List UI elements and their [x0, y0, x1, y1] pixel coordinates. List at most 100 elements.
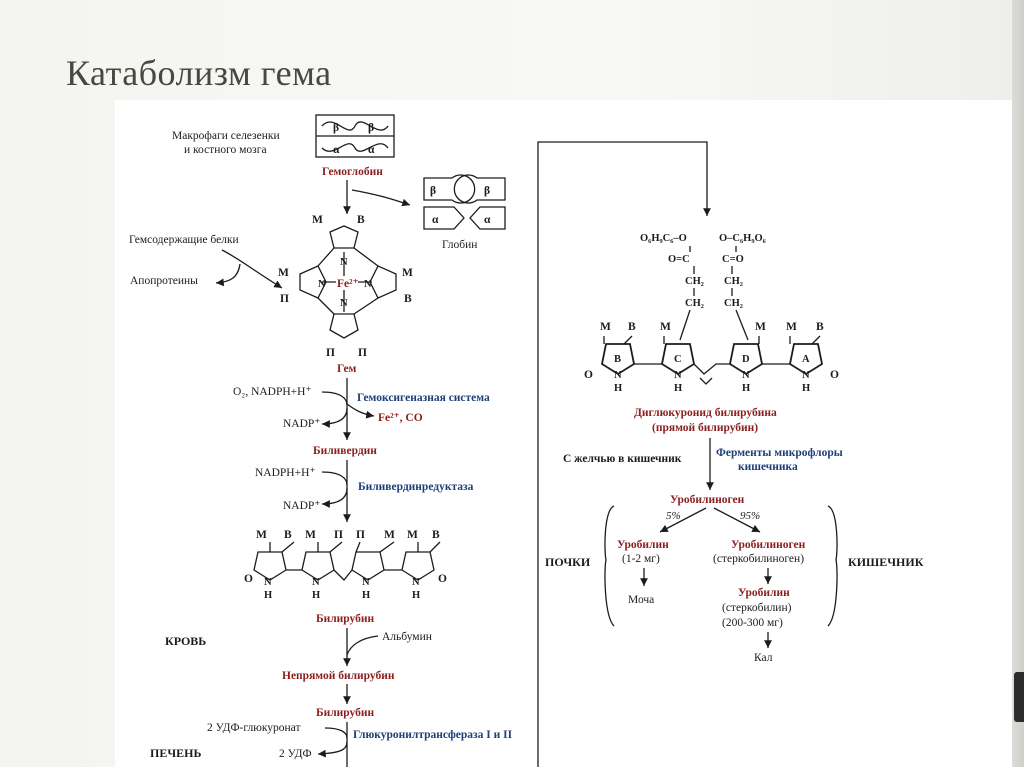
globin-alpha-shape-1 [423, 206, 465, 230]
diglucuronide-line-1: Диглюкуронид билирубина [634, 407, 777, 419]
to-apoproteins-arrow [215, 263, 241, 287]
co-right-label: C=O [722, 254, 744, 265]
ch2-right-1: CH₂ [724, 276, 743, 287]
biliverdin-reductase-label: Биливердинредуктаза [358, 481, 474, 493]
split-right-arrow [713, 507, 761, 533]
urobilin-right-label: Уробилин [738, 587, 790, 599]
slide-title: Катаболизм гема [66, 53, 332, 93]
corner-widget [1014, 672, 1024, 722]
bil-sub-m3: M [384, 529, 395, 541]
stercobilin-label: (стеркобилин) [722, 602, 792, 614]
globin-alpha-2: α [484, 214, 491, 226]
biliverdin-reductase-step: NADPH+H⁺ Биливердинредуктаза NADP⁺ [255, 460, 474, 522]
bil-h3: H [362, 590, 370, 601]
globin-beta-shape-2 [453, 174, 506, 204]
heme-ring-right [369, 265, 397, 299]
dg-h3: H [742, 383, 750, 394]
sub-right-label: O–C₆H₉O₆ [719, 233, 766, 244]
heme-proteins-side: Гемсодержащие белки Апопротеины [129, 234, 283, 289]
heme-n-top: N [340, 257, 348, 268]
split-left-arrow [659, 507, 707, 533]
dg-ring-b-label: B [614, 354, 621, 365]
dg-h1: H [614, 383, 622, 394]
beta-chain-curve [321, 121, 389, 131]
nadp-out-curve-2 [321, 487, 348, 508]
dg-central-nh [699, 377, 713, 385]
heme-structure: M B N N N N Fe²⁺ M П M B П П Гем [278, 214, 413, 375]
dg-ring-c-label: C [674, 354, 682, 365]
co-left-label: O=C [668, 254, 690, 265]
urine-label: Моча [628, 594, 654, 606]
heme-label: Гем [337, 363, 357, 375]
heme-proteins-label: Гемсодержащие белки [129, 234, 239, 246]
indirect-bilirubin-label: Непрямой билирубин [282, 670, 395, 682]
beta-label-2: β [368, 122, 374, 134]
udp-glucuronate-in-curve [324, 727, 348, 739]
urobilin-mg-label: (1-2 мг) [622, 553, 660, 565]
hemoglobin-block: Макрофаги селезенки и костного мозга β β… [172, 114, 411, 214]
dg-h2: H [674, 383, 682, 394]
nadp-label-2: NADP⁺ [283, 500, 320, 512]
nadph-label-2: NADPH+H⁺ [255, 467, 315, 479]
heme-proteins-to-heme-arrow [221, 249, 283, 289]
urobilin-left-label: Уробилин [617, 539, 669, 551]
globin-alpha-1: α [432, 214, 439, 226]
heme-sub-p-left: П [280, 293, 289, 305]
globin-beta-2: β [484, 185, 490, 197]
urobilinogen-label: Уробилиноген [670, 494, 745, 506]
heme-ring-top [329, 225, 359, 249]
heme-ring-bottom [329, 313, 359, 339]
pct-5: 5% [666, 510, 681, 522]
bilirubin-2-label: Билирубин [316, 707, 375, 719]
heme-oxygenase-label: Гемоксигеназная система [357, 392, 490, 404]
heme-sub-v-right: B [404, 293, 412, 305]
bilirubin-structure: M B M П П M M B O O N N N N H H H H Били… [244, 529, 447, 625]
globin-block: β β α α Глобин [423, 174, 506, 251]
albumin-label: Альбумин [382, 631, 432, 643]
bil-ring-1 [253, 551, 287, 581]
blood-label: КРОВЬ [165, 634, 206, 648]
heme-sub-p-bottom-1: П [326, 347, 335, 359]
with-bile-label: С желчью в кишечник [563, 453, 682, 465]
dg-o-right: O [830, 369, 839, 381]
liver-label: ПЕЧЕНЬ [150, 746, 201, 760]
bil-n1: N [264, 577, 272, 588]
biliverdin-label: Биливердин [313, 445, 377, 457]
heme-methine-bridges [317, 247, 379, 315]
right-edge-bar [1012, 0, 1024, 767]
globin-label: Глобин [442, 239, 477, 251]
liver-to-intestine-connector [537, 141, 711, 767]
bil-h4: H [412, 590, 420, 601]
heme-oxygenase-step: O₂, NADPH+H⁺ Гемоксигеназная система Fe²… [233, 378, 490, 457]
dg-h4: H [802, 383, 810, 394]
bil-o-left: O [244, 573, 253, 585]
beta-label-1: β [333, 122, 339, 134]
dg-ring-a [788, 343, 824, 376]
globin-alpha-shape-2 [469, 206, 506, 230]
side-chain-bonds [679, 246, 749, 341]
bil-sub-p1: П [334, 529, 343, 541]
bil-ring-4 [401, 551, 435, 581]
dg-n2: N [674, 370, 682, 381]
sub-left-label: O₆H₉C₆–O [640, 233, 687, 244]
dg-o-left: O [584, 369, 593, 381]
bil-substituent-bonds [269, 541, 441, 553]
bilirubin-label: Билирубин [316, 613, 375, 625]
dg-sub-v2: B [816, 321, 824, 333]
stercobilinogen-label: (стеркобилиноген) [713, 553, 804, 565]
bil-h2: H [312, 590, 320, 601]
heme-n-bottom: N [340, 298, 348, 309]
heme-sub-m-left: M [278, 267, 289, 279]
diglucuronide-line-2: (прямой билирубин) [652, 422, 758, 434]
bil-n2: N [312, 577, 320, 588]
globin-beta-1: β [430, 185, 436, 197]
dg-sub-m4: M [786, 321, 797, 333]
heme-fe-bonds [322, 252, 372, 312]
urobilinogen-right-label: Уробилиноген [731, 539, 806, 551]
nadp-label-1: NADP⁺ [283, 418, 320, 430]
udp-glucuronate-label: 2 УДФ-глюкуронат [207, 722, 301, 734]
diagram-frame [115, 100, 1015, 767]
globin-branch-arrow [351, 189, 411, 207]
hemoglobin-label: Гемоглобин [322, 166, 383, 178]
